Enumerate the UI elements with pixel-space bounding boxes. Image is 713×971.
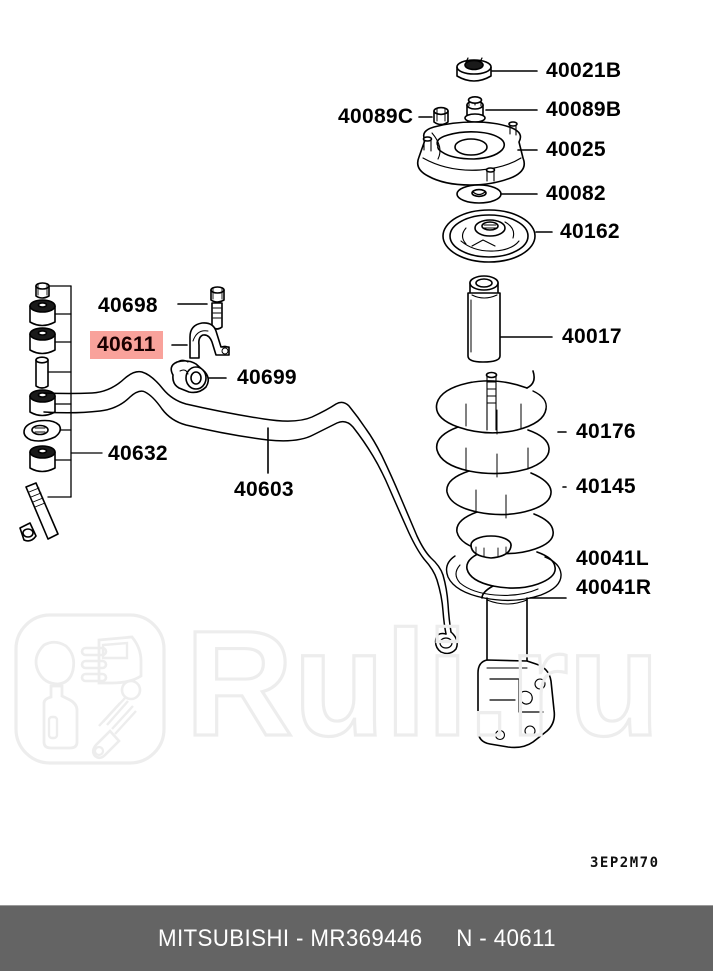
footer-catalog-prefix: N (455, 924, 473, 952)
footer-catalog-number: 40611 (493, 924, 556, 952)
callout-40089b: 40089B (546, 98, 622, 121)
part-40632-link-kit (19, 282, 62, 542)
callout-40611-highlighted: 40611 (90, 331, 163, 359)
callout-40176: 40176 (576, 420, 636, 443)
part-40699-bushing (170, 359, 210, 394)
footer-caption: MITSUBISHI - MR369446 N - 40611 (157, 925, 555, 953)
part-40017-bump-stop (467, 275, 501, 363)
footer-bar: MITSUBISHI - MR369446 N - 40611 (0, 905, 713, 971)
footer-separator-2: - (478, 924, 487, 952)
footer-brand: MITSUBISHI (157, 924, 289, 952)
part-40162-spring-seat (442, 209, 536, 263)
callout-40698: 40698 (98, 294, 158, 317)
parts-diagram-canvas: Ruli.ru 40021B 40089C 40089B 40025 40082… (14, 57, 662, 871)
part-40021b-cap (456, 57, 492, 82)
part-40603-stabilizer-bar (43, 370, 458, 655)
footer-part-number: MR369446 (309, 924, 423, 952)
callout-40041l: 40041L (576, 547, 650, 570)
part-40698-bolt (210, 286, 225, 330)
callout-40162: 40162 (560, 220, 620, 243)
part-40145-spring-seat (445, 535, 562, 602)
callout-40145: 40145 (576, 475, 636, 498)
leader-40632-bracket (47, 285, 103, 498)
technical-drawing (19, 57, 567, 749)
callout-40082: 40082 (546, 182, 606, 205)
callout-40041r: 40041R (576, 576, 652, 599)
part-40089c-nut (433, 106, 449, 126)
callout-40632: 40632 (108, 442, 168, 465)
drawing-code: 3EP2M70 (590, 855, 660, 871)
callout-40021b: 40021B (546, 59, 622, 82)
part-40089b-nut (464, 96, 486, 123)
callout-40017: 40017 (562, 325, 622, 348)
part-40611-bracket (189, 322, 230, 359)
callout-40603: 40603 (234, 478, 294, 501)
part-40082-washer (456, 184, 502, 204)
callout-40699: 40699 (237, 366, 297, 389)
part-40041-strut (477, 597, 556, 749)
callout-40025: 40025 (546, 138, 606, 161)
part-40025-strut-mount (416, 121, 526, 186)
footer-separator-1: - (295, 924, 304, 952)
part-40176-coil-spring (435, 370, 556, 599)
callout-40089c: 40089C (338, 105, 414, 128)
